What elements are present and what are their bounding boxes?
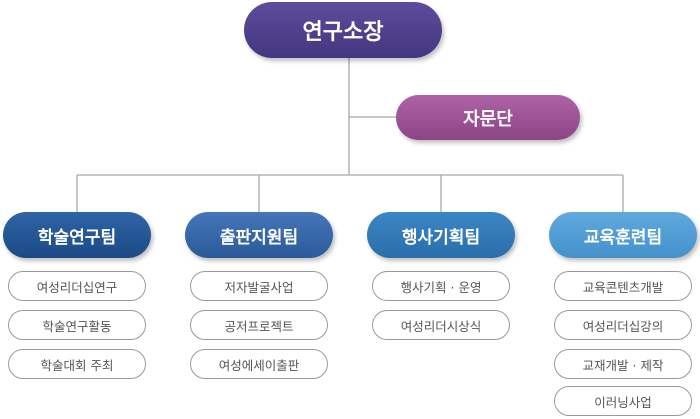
- advisory-board-box: 자문단: [396, 95, 580, 140]
- team-item-label: 교육콘텐츠개발: [582, 279, 664, 295]
- team-item: 학술대회 주최: [8, 349, 146, 379]
- team-item-label: 저자발굴사업: [224, 279, 294, 295]
- team-item-label: 학술연구활동: [42, 318, 112, 334]
- team-item-label: 학술대회 주최: [40, 357, 114, 373]
- team-item-label: 여성에세이출판: [218, 357, 300, 373]
- team-item: 여성에세이출판: [190, 349, 328, 379]
- team-item: 공저프로젝트: [190, 310, 328, 340]
- director-box: 연구소장: [244, 2, 442, 58]
- team-item-label: 여성리더십연구: [36, 279, 118, 295]
- team-item-label: 공저프로젝트: [224, 318, 294, 334]
- team-item: 교재개발 · 제작: [554, 349, 692, 379]
- team-item: 행사기획 · 운영: [372, 271, 510, 301]
- team-label: 행사기획팀: [401, 227, 481, 248]
- advisory-board-label: 자문단: [463, 108, 513, 130]
- team-item: 저자발굴사업: [190, 271, 328, 301]
- team-education-training: 교육훈련팀: [549, 212, 697, 258]
- team-item: 교육콘텐츠개발: [554, 271, 692, 301]
- team-item-label: 교재개발 · 제작: [582, 357, 664, 373]
- team-label: 출판지원팀: [219, 227, 299, 248]
- team-publishing-support: 출판지원팀: [185, 212, 333, 258]
- team-item-label: 행사기획 · 운영: [400, 279, 482, 295]
- team-item: 여성리더시상식: [372, 310, 510, 340]
- director-label: 연구소장: [302, 20, 384, 45]
- team-item: 학술연구활동: [8, 310, 146, 340]
- team-item: 여성리더십연구: [8, 271, 146, 301]
- team-item: 여성리더십강의: [554, 310, 692, 340]
- team-item-label: 여성리더십강의: [582, 318, 664, 334]
- team-label: 학술연구팀: [37, 227, 117, 248]
- team-item-label: 여성리더시상식: [400, 318, 482, 334]
- team-item: 이러닝사업: [554, 386, 692, 416]
- team-item-label: 이러닝사업: [594, 394, 652, 410]
- team-academic-research: 학술연구팀: [3, 212, 151, 258]
- team-label: 교육훈련팀: [583, 227, 663, 248]
- team-event-planning: 행사기획팀: [367, 212, 515, 258]
